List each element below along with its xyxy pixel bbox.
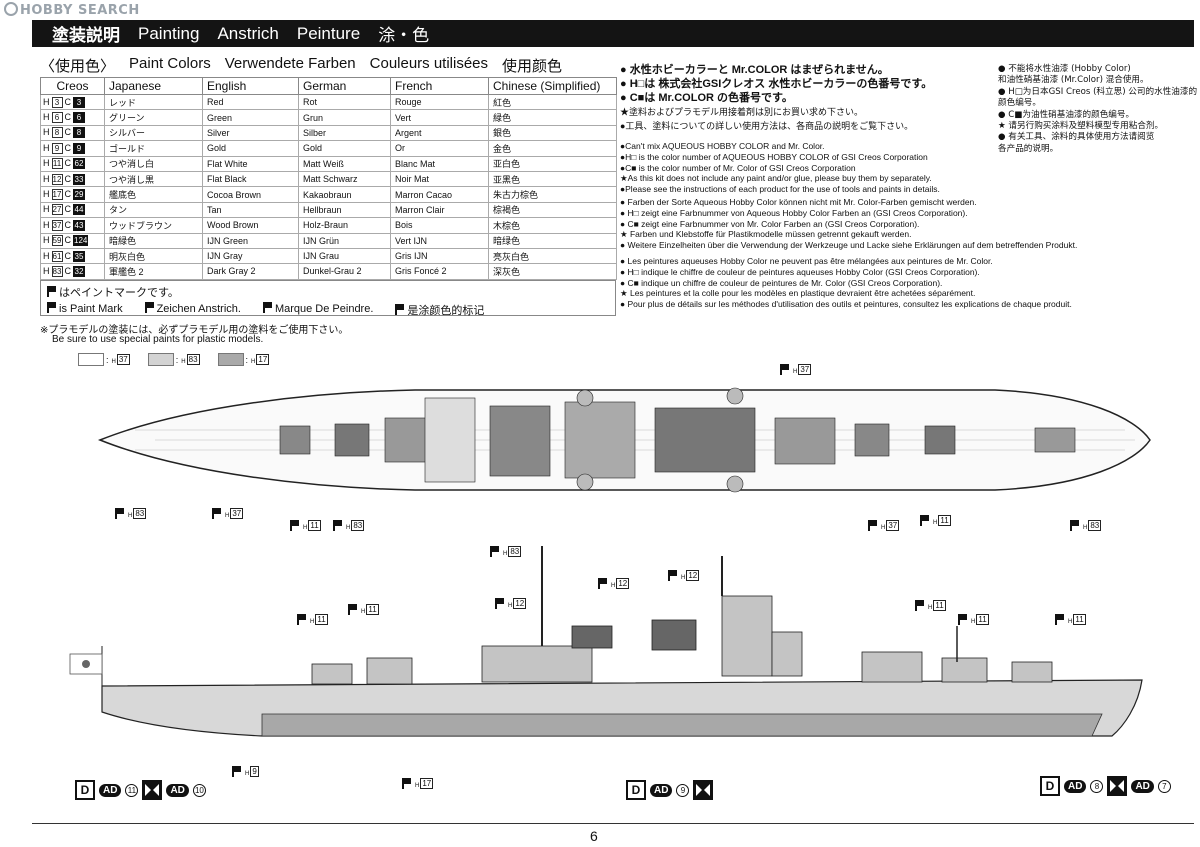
paint-mark-icon <box>144 302 154 313</box>
header-de: Anstrich <box>217 23 279 43</box>
frame-bottom-line <box>32 823 1194 824</box>
ship-top-view <box>97 387 1151 493</box>
paint-mark-icon <box>212 508 221 519</box>
watermark: HOBBY SEARCH <box>4 2 140 18</box>
assembly-legend-1: D AD 11 AD 10 <box>75 780 206 800</box>
ship-side-view <box>69 546 1143 737</box>
paint-color-table: Creos Japanese English German French Chi… <box>40 77 617 280</box>
plastic-paint-note-en: Be sure to use special paints for plasti… <box>52 334 264 345</box>
paint-colors-title: 〈使用色〉 Paint Colors Verwendete Farben Cou… <box>40 55 563 75</box>
section-header: 塗装説明 Painting Anstrich Peinture 涂・色 <box>32 20 1194 47</box>
decal-d-icon: D <box>626 780 646 800</box>
bow-stern-direction-icon <box>693 780 714 800</box>
notes-en: ●Can't mix AQUEOUS HOBBY COLOR and Mr. C… <box>620 141 940 195</box>
paint-mark-icon <box>348 604 357 615</box>
paint-mark-icon <box>47 302 56 313</box>
paint-mark-icon <box>868 520 877 531</box>
paint-mark-icon <box>290 520 299 531</box>
header-jp: 塗装説明 <box>52 26 120 45</box>
header-en: Painting <box>138 23 200 43</box>
paint-mark-icon <box>490 546 499 557</box>
paint-mark-icon <box>297 614 306 625</box>
paint-mark-icon <box>115 508 124 519</box>
paint-mark-icon <box>232 766 241 777</box>
paint-mark-icon <box>920 515 929 526</box>
ad-badge-icon: AD <box>650 783 673 797</box>
ad-badge-icon: AD <box>166 783 189 797</box>
decal-d-icon: D <box>75 780 95 800</box>
assembly-legend-3: D AD 8 AD 7 <box>1040 776 1171 796</box>
hobby-search-logo-icon <box>4 2 18 16</box>
decal-d-icon: D <box>1040 776 1060 796</box>
table-header-row: Creos Japanese English German French Chi… <box>40 77 617 95</box>
notes-de: ● Farben der Sorte Aqueous Hobby Color k… <box>620 197 1078 251</box>
paint-mark-icon <box>958 614 967 625</box>
bow-stern-direction-icon <box>142 780 163 800</box>
paint-mark-icon <box>915 600 924 611</box>
paint-mark-legend: はペイントマークです。 is Paint Mark Zeichen Anstri… <box>40 280 616 317</box>
paint-mark-icon <box>1070 520 1079 531</box>
bow-stern-direction-icon <box>1107 776 1128 796</box>
notes-jp: ● 水性ホビーカラーと Mr.COLOR はまぜられません。 ● H□は 株式会… <box>620 64 933 131</box>
paint-mark-icon <box>47 286 56 297</box>
plastic-paint-note-jp: ※プラモデルの塗装には、必ずプラモデル用の塗料をご使用下さい。 <box>40 325 349 336</box>
paint-mark-icon <box>402 778 411 789</box>
header-fr: Peinture <box>296 23 361 43</box>
paint-mark-icon <box>395 304 405 315</box>
ad-badge-icon: AD <box>1131 779 1154 793</box>
header-cn: 涂・色 <box>378 26 430 45</box>
assembly-legend-2: D AD 9 <box>626 780 714 800</box>
paint-mark-icon <box>780 364 789 375</box>
ad-badge-icon: AD <box>1064 779 1087 793</box>
ad-badge-icon: AD <box>99 783 122 797</box>
paint-mark-icon <box>668 570 677 581</box>
paint-mark-icon <box>262 302 272 313</box>
page-number: 6 <box>590 828 598 844</box>
paint-mark-icon <box>598 578 607 589</box>
paint-mark-icon <box>495 598 504 609</box>
notes-fr: ● Les peintures aqueuses Hobby Color ne … <box>620 256 1072 310</box>
paint-mark-icon <box>1055 614 1064 625</box>
notes-cn: ● 不能将水性油漆 (Hobby Color) 和油性硝基油漆 (Mr.Colo… <box>998 64 1198 154</box>
paint-mark-icon <box>333 520 342 531</box>
